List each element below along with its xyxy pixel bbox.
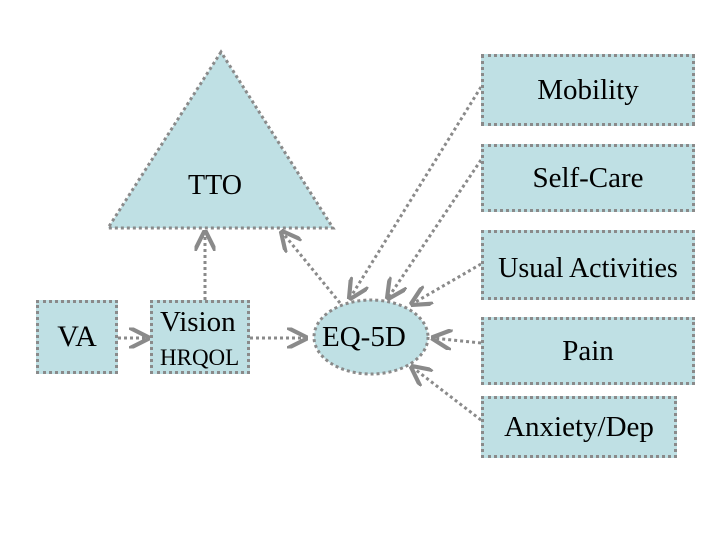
mobility-label: Mobility bbox=[537, 73, 639, 106]
vision-hrqol-box bbox=[150, 300, 250, 374]
anxiety-dep-label: Anxiety/Dep bbox=[504, 410, 654, 443]
eq5d-ellipse bbox=[312, 298, 430, 376]
va-box: VA bbox=[36, 300, 118, 374]
tto-triangle bbox=[105, 49, 336, 230]
va-label: VA bbox=[57, 320, 97, 353]
usual-activities-label: Usual Activities bbox=[498, 253, 678, 284]
self-care-box: Self-Care bbox=[481, 144, 695, 212]
vision-label: Vision bbox=[160, 306, 236, 338]
usual-activities-box: Usual Activities bbox=[481, 230, 695, 300]
anxiety-dep-box: Anxiety/Dep bbox=[481, 396, 677, 458]
self-care-label: Self-Care bbox=[532, 161, 644, 194]
eq5d-label: EQ-5D bbox=[322, 321, 406, 353]
pain-box: Pain bbox=[481, 317, 695, 385]
arrow-mobility-to-eq5d bbox=[350, 86, 483, 298]
arrow-selfcare-to-eq5d bbox=[388, 159, 483, 298]
pain-label: Pain bbox=[562, 334, 614, 367]
arrow-usual-to-eq5d bbox=[412, 262, 482, 304]
hrqol-label: HRQOL bbox=[160, 345, 240, 370]
mobility-box: Mobility bbox=[481, 54, 695, 126]
arrow-anxiety-to-eq5d bbox=[412, 367, 482, 422]
arrow-eq5d-to-tto bbox=[282, 232, 342, 304]
arrow-pain-to-eq5d bbox=[433, 338, 482, 343]
tto-label: TTO bbox=[188, 170, 242, 201]
